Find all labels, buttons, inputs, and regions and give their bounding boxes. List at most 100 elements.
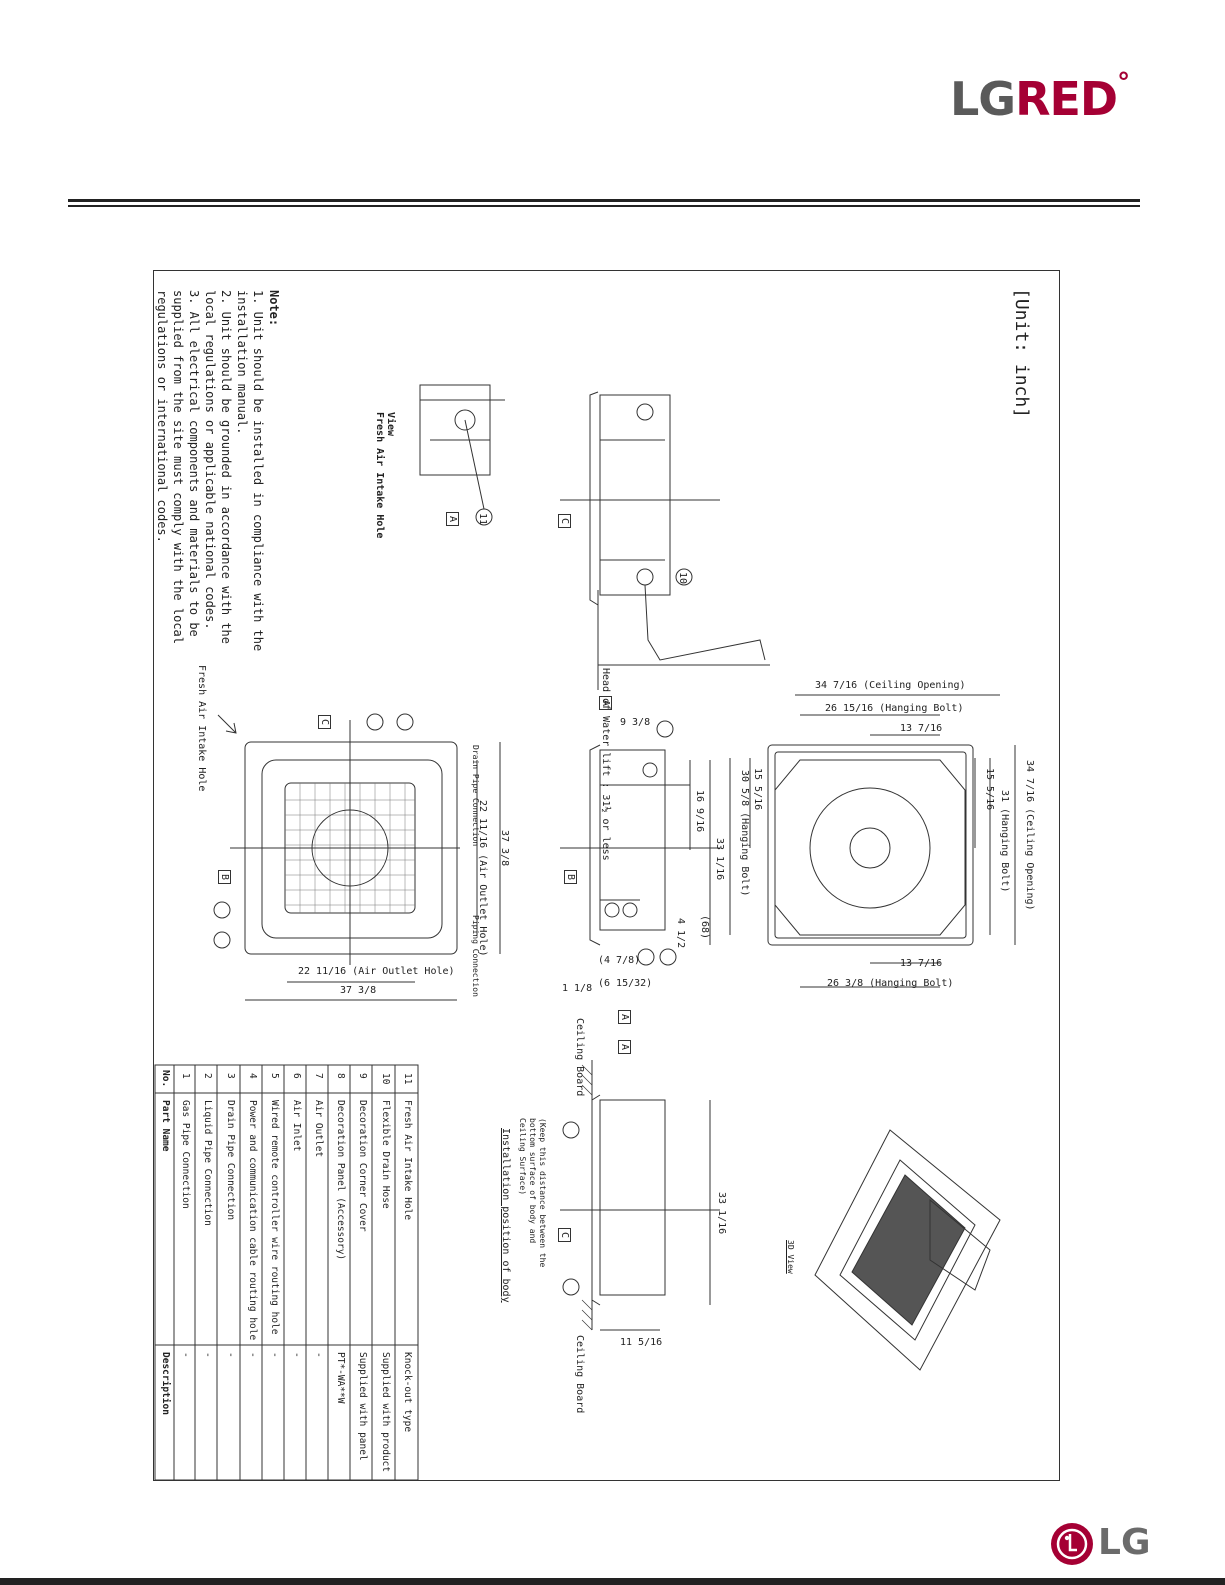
dim-11: 11 5/16 — [620, 1337, 663, 1348]
air-outlet-right: 22 11/16 (Air Outlet Hole) — [477, 800, 488, 957]
table-row-desc: - — [225, 1352, 236, 1358]
balloon-3 — [656, 720, 674, 738]
dim-13-top: 13 7/16 — [900, 723, 943, 734]
balloon-10-label: 10 — [677, 572, 688, 585]
air-outlet-bottom: 22 11/16 (Air Outlet Hole) — [298, 966, 455, 977]
ceiling-opening-right: 34 7/16 (Ceiling Opening) — [1024, 760, 1035, 911]
balloon-4 — [562, 1121, 580, 1139]
balloon-2 — [659, 948, 677, 966]
table-row-no: 8 — [335, 1073, 346, 1079]
hanging-bolt-top: 26 15/16 (Hanging Bolt) — [825, 703, 964, 714]
dim-9: 9 3/8 — [620, 717, 651, 728]
table-row-no: 4 — [247, 1073, 258, 1079]
drawing-frame — [153, 270, 1060, 1481]
table-row-desc: - — [313, 1352, 324, 1358]
marker-b-front: B — [218, 870, 231, 885]
table-row-name: Decoration Panel (Accessory) — [335, 1100, 346, 1261]
marker-c-side: C — [558, 514, 571, 529]
balloon-5 — [562, 1278, 580, 1296]
dim-1: 1 1/8 — [562, 983, 593, 994]
dim-33-install: 33 1/16 — [716, 1192, 727, 1235]
ceiling-board-2: Ceiling Board — [574, 1335, 585, 1414]
fresh-air-hole — [454, 409, 476, 431]
table-row-desc: - — [202, 1352, 213, 1358]
balloon-1 — [637, 948, 655, 966]
header-rule-top — [68, 199, 1140, 202]
table-row-no: 3 — [225, 1073, 236, 1079]
table-row-no: 6 — [291, 1073, 302, 1079]
marker-b-mid: B — [564, 870, 577, 885]
hanging-bolt-left: 30 5/8 (Hanging Bolt) — [739, 770, 750, 897]
table-row-desc: - — [269, 1352, 280, 1358]
dim-13-bottom: 13 7/16 — [900, 958, 943, 969]
balloon-6 — [366, 713, 384, 731]
table-row-name: Air Inlet — [291, 1100, 302, 1152]
lg-face-icon — [1051, 1523, 1093, 1565]
table-row-no: 5 — [269, 1073, 280, 1079]
dim-37-bottom: 37 3/8 — [340, 985, 377, 996]
table-row-desc: - — [247, 1352, 258, 1358]
balloon-8 — [213, 901, 231, 919]
dim-15-left: 15 5/16 — [752, 768, 763, 811]
ceiling-opening-top: 34 7/16 (Ceiling Opening) — [815, 680, 966, 691]
view-3d-label: 3D View — [786, 1240, 795, 1274]
fresh-air-view-caption: View Fresh Air Intake Hole — [374, 412, 396, 539]
table-row-desc: Knock-out type — [402, 1352, 413, 1433]
dim-15-right: 15 5/16 — [984, 768, 995, 811]
dim-4: 4 1/2 — [675, 918, 686, 949]
table-row-name: Decoration Corner Cover — [357, 1100, 368, 1232]
table-row-name: Flexible Drain Hose — [380, 1100, 391, 1209]
side-view-body — [599, 394, 671, 596]
marker-c-front: C — [318, 715, 331, 730]
dim-16: 16 9/16 — [694, 790, 705, 833]
footer-rule — [0, 1578, 1225, 1585]
hanging-bolt-bottom: 26 3/8 (Hanging Bolt) — [827, 978, 954, 989]
parts-table-frame — [154, 1064, 419, 1481]
balloon-10 — [675, 568, 693, 586]
table-row-desc: PT*-WA**W — [335, 1352, 346, 1404]
marker-c-install: C — [558, 1228, 571, 1243]
mid-view-body — [599, 749, 666, 931]
balloon-7 — [396, 713, 414, 731]
marker-a-install-1: A — [618, 1010, 631, 1025]
hanging-bolt-right: 31 (Hanging Bolt) — [999, 790, 1010, 893]
ceiling-board-1: Ceiling Board — [574, 1018, 585, 1097]
lgred-logo: LGRED° — [950, 68, 1130, 126]
dim-68: (68) — [699, 915, 710, 940]
dim-42: (4 7/8) — [598, 955, 641, 966]
install-view-body — [599, 1099, 666, 1296]
table-row-name: Air Outlet — [313, 1100, 324, 1158]
top-view-fan-housing — [774, 759, 966, 936]
table-row-no: 1 — [180, 1073, 191, 1079]
table-row-no: 10 — [380, 1073, 391, 1085]
top-view-body — [767, 744, 974, 946]
table-row-desc: Supplied with panel — [357, 1352, 368, 1461]
table-header-name: Part Name — [160, 1100, 171, 1152]
header-rule-bottom — [68, 205, 1140, 207]
marker-a-install-2: A — [618, 1040, 631, 1055]
dim-33-mid: 33 1/16 — [714, 838, 725, 881]
table-row-name: Drain Pipe Connection — [225, 1100, 236, 1221]
table-row-desc: - — [291, 1352, 302, 1358]
table-row-no: 9 — [357, 1073, 368, 1079]
lg-footer-logo: LG — [1050, 1522, 1151, 1571]
table-row-name: Power and communication cable routing ho… — [247, 1100, 258, 1341]
table-row-no: 7 — [313, 1073, 324, 1079]
install-title: Installation position of body — [500, 1128, 511, 1303]
table-row-name: Gas Pipe Connection — [180, 1100, 191, 1209]
marker-a-fresh: A — [446, 512, 459, 527]
balloon-11-label: 11 — [477, 513, 488, 526]
table-row-no: 11 — [402, 1073, 413, 1085]
table-row-desc: Supplied with product — [380, 1352, 391, 1473]
dim-6: (6 15/32) — [598, 978, 653, 989]
table-header-desc: Description — [160, 1352, 171, 1415]
fresh-air-view-body — [419, 384, 491, 476]
marker-a-side: A — [599, 696, 612, 711]
table-header-no: No. — [160, 1070, 171, 1088]
dim-37-right: 37 3/8 — [499, 830, 510, 867]
keep-distance-note: (Keep this distance between the bottom s… — [518, 1118, 547, 1268]
table-row-name: Fresh Air Intake Hole — [402, 1100, 413, 1221]
table-row-name: Wired remote controller wire routing hol… — [269, 1100, 280, 1335]
table-row-desc: - — [180, 1352, 191, 1358]
